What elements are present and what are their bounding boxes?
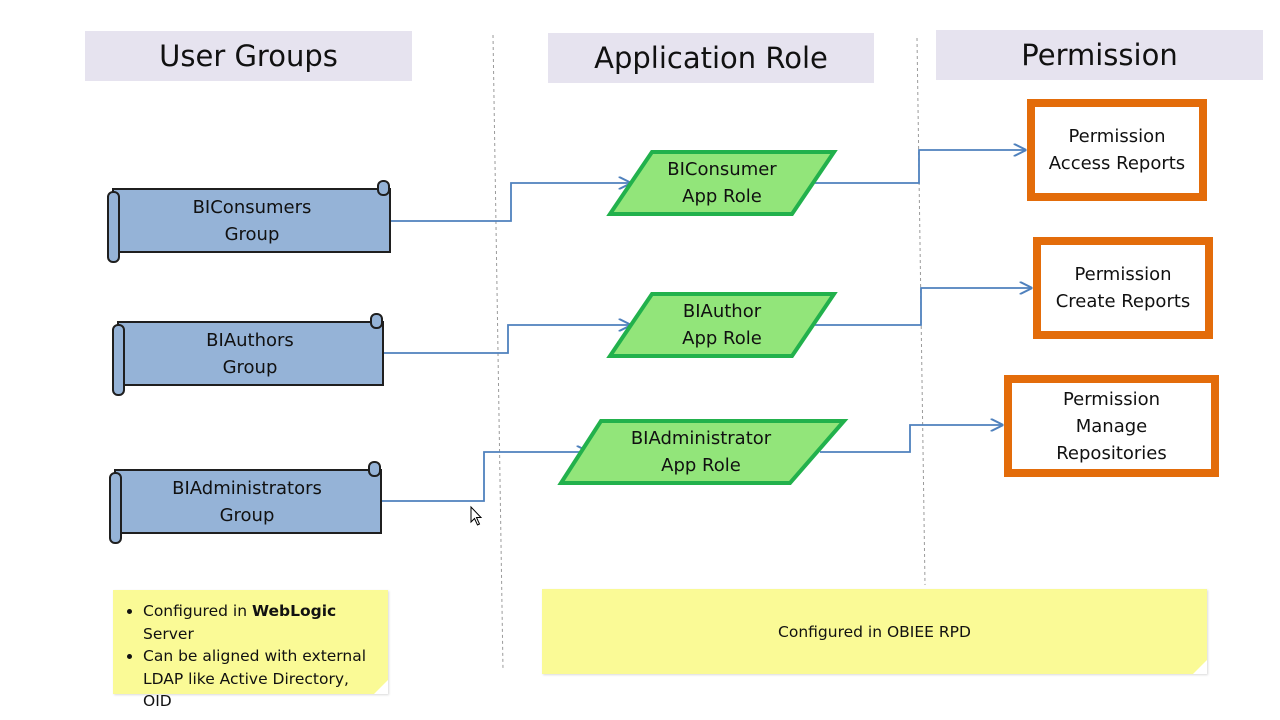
role-shape-author [606,292,838,358]
group-label-consumers: BIConsumers Group [192,196,312,245]
permission-label-access-reports: Permission Access Reports [1048,126,1186,174]
weblogic-note-item: Configured in WebLogic Server [143,600,382,645]
role-label-administrator: BIAdministrator App Role [630,428,772,476]
connector-author-role-to-permission [815,288,1031,326]
group-label-admins: BIAdministrators Group [172,477,322,526]
header-application-role: Application Role [548,33,874,83]
group-shape-authors [112,313,384,396]
permission-box-manage-repositories [1004,375,1219,477]
weblogic-bold-text: WebLogic [251,602,337,620]
connector-consumers-to-role [390,183,630,222]
connector-authors-to-role [383,325,630,354]
permission-label-manage-repositories: Permission Manage Repositories [1056,388,1167,464]
cursor-icon [470,505,483,526]
connector-admins-to-role [381,452,588,502]
rpd-note-text: Configured in OBIEE RPD [778,622,971,641]
role-shape-consumer [606,150,838,216]
connector-admin-role-to-permission [820,425,1002,453]
role-label-consumer: BIConsumer App Role [667,159,777,207]
permission-label-create-reports: Permission Create Reports [1055,264,1191,312]
ldap-note-item: Can be aligned with external LDAP like A… [143,645,382,713]
column-divider-2 [916,37,926,586]
group-shape-admins [109,461,382,544]
role-shape-administrator [557,419,849,485]
weblogic-note: Configured in WebLogic Server Can be ali… [113,590,388,710]
weblogic-note-list: Configured in WebLogic Server Can be ali… [113,590,388,713]
permission-box-access-reports [1027,99,1207,201]
rpd-note: Configured in OBIEE RPD [542,589,1207,674]
group-shape-consumers [107,180,391,263]
permission-box-create-reports [1033,237,1213,339]
connector-consumer-role-to-permission [815,150,1025,184]
note-fold [374,680,388,694]
header-permission: Permission [936,30,1263,80]
header-user-groups: User Groups [85,31,412,81]
group-label-authors: BIAuthors Group [206,329,294,378]
note-fold [1193,660,1207,674]
role-label-author: BIAuthor App Role [682,301,762,349]
column-divider-1 [492,34,504,671]
